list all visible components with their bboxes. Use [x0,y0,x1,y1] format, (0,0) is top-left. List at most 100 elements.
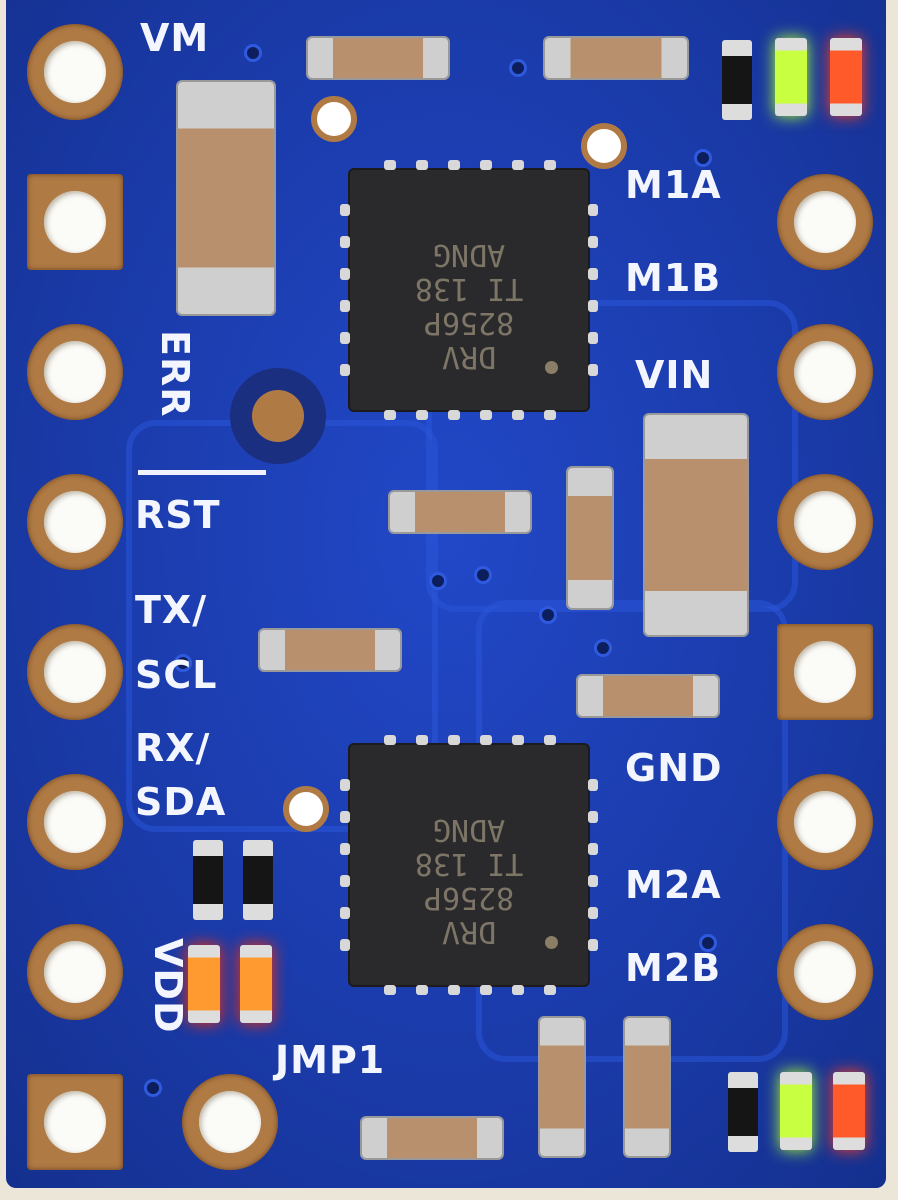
chip-pin [340,875,350,887]
chip-pin [416,410,428,420]
led-red [830,38,862,116]
pin-gnd-left [27,174,123,270]
chip-pin [340,811,350,823]
pin-rst [27,474,123,570]
pin-m2b [777,924,873,1020]
chip-pin [480,735,492,745]
capacitor [625,1018,669,1156]
label-scl: SCL [135,653,218,697]
pin-vin [777,474,873,570]
label-rst: RST [135,493,221,537]
chip-pin [448,735,460,745]
chip-pin [340,364,350,376]
label-m1a: M1A [625,163,722,207]
capacitor [578,676,718,716]
chip-pin [512,735,524,745]
chip-pin [340,204,350,216]
via [539,606,557,624]
led-err [240,945,272,1023]
chip-pin [480,410,492,420]
chip-pin [588,204,598,216]
pin-vdd [27,924,123,1020]
via [699,934,717,952]
via [594,639,612,657]
mounting-pad [230,368,326,464]
chip-pin [448,985,460,995]
chip-pin [588,364,598,376]
chip-pin [340,236,350,248]
via [429,572,447,590]
via [694,149,712,167]
chip-pin [588,268,598,280]
via [144,1079,162,1097]
capacitor-large [178,82,274,314]
led-green [780,1072,812,1150]
chip-pin [588,939,598,951]
chip-pin [416,160,428,170]
pin-jmp1-b [182,1074,278,1170]
chip-pin [588,843,598,855]
label-gnd: GND [625,746,723,790]
label-sda: SDA [135,780,227,824]
chip-pin [448,160,460,170]
chip-pin [588,875,598,887]
led-green [775,38,807,116]
pin-m1b [777,324,873,420]
pin1-dot [545,936,558,949]
chip-pin [384,160,396,170]
chip-marking: DRV 8256P TI 138 ADNG [414,812,524,950]
label-tx: TX/ [135,588,208,632]
chip-pin [384,985,396,995]
via [474,566,492,584]
chip-pin [448,410,460,420]
capacitor [308,38,448,78]
chip-pin [340,843,350,855]
pin-rx-sda [27,774,123,870]
pin-jmp1-a [27,1074,123,1170]
pin-gnd [777,624,873,720]
chip-pin [340,779,350,791]
capacitor [260,630,400,670]
chip-pin [340,268,350,280]
label-rx: RX/ [135,726,211,770]
chip-pin [512,985,524,995]
resistor [728,1072,758,1152]
resistor [243,840,273,920]
chip-pin [544,735,556,745]
chip-pin [340,332,350,344]
chip-marking: DRV 8256P TI 138 ADNG [414,237,524,375]
via [581,123,627,169]
rst-overline [138,470,266,475]
chip-pin [588,332,598,344]
label-m2b: M2B [625,946,722,990]
capacitor [568,468,612,608]
label-jmp1: JMP1 [275,1038,386,1082]
label-vdd: VDD [146,938,190,1034]
chip-pin [340,939,350,951]
pin-tx-scl [27,624,123,720]
label-m1b: M1B [625,256,722,300]
chip-pin [588,300,598,312]
chip-pin [384,410,396,420]
pin-vm [27,24,123,120]
chip-pin [340,300,350,312]
resistor [722,40,752,120]
led-red [833,1072,865,1150]
chip-pin [512,410,524,420]
trace [426,300,798,612]
via [311,96,357,142]
via [174,654,192,672]
chip-pin [544,410,556,420]
via [283,786,329,832]
led-vdd [188,945,220,1023]
via [244,44,262,62]
chip-pin [480,160,492,170]
chip-pin [588,907,598,919]
driver-chip-2: DRV 8256P TI 138 ADNG [350,745,588,985]
chip-pin [544,985,556,995]
label-vin: VIN [635,353,714,397]
capacitor [390,492,530,532]
label-err: ERR [153,330,197,418]
chip-pin [340,907,350,919]
chip-pin [588,236,598,248]
